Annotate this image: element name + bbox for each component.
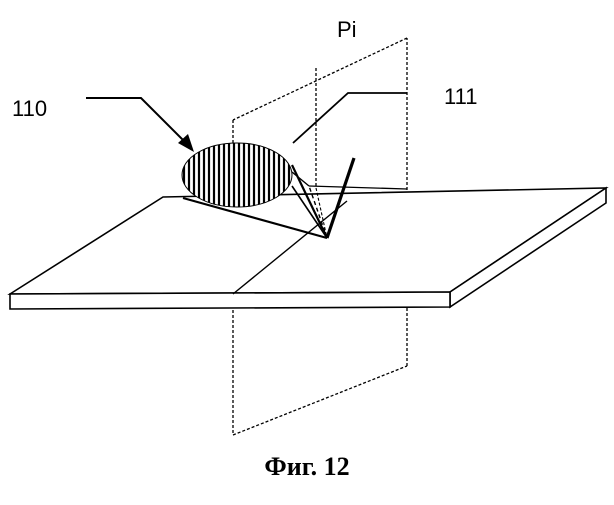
plate <box>10 188 606 309</box>
label-111: 111 <box>444 84 477 109</box>
label-110: 110 <box>12 96 47 121</box>
label-plane-pi: Pi <box>337 17 357 42</box>
leader-110 <box>86 98 194 152</box>
leader-111 <box>293 93 407 143</box>
figure-caption: Фиг. 12 <box>0 452 614 482</box>
